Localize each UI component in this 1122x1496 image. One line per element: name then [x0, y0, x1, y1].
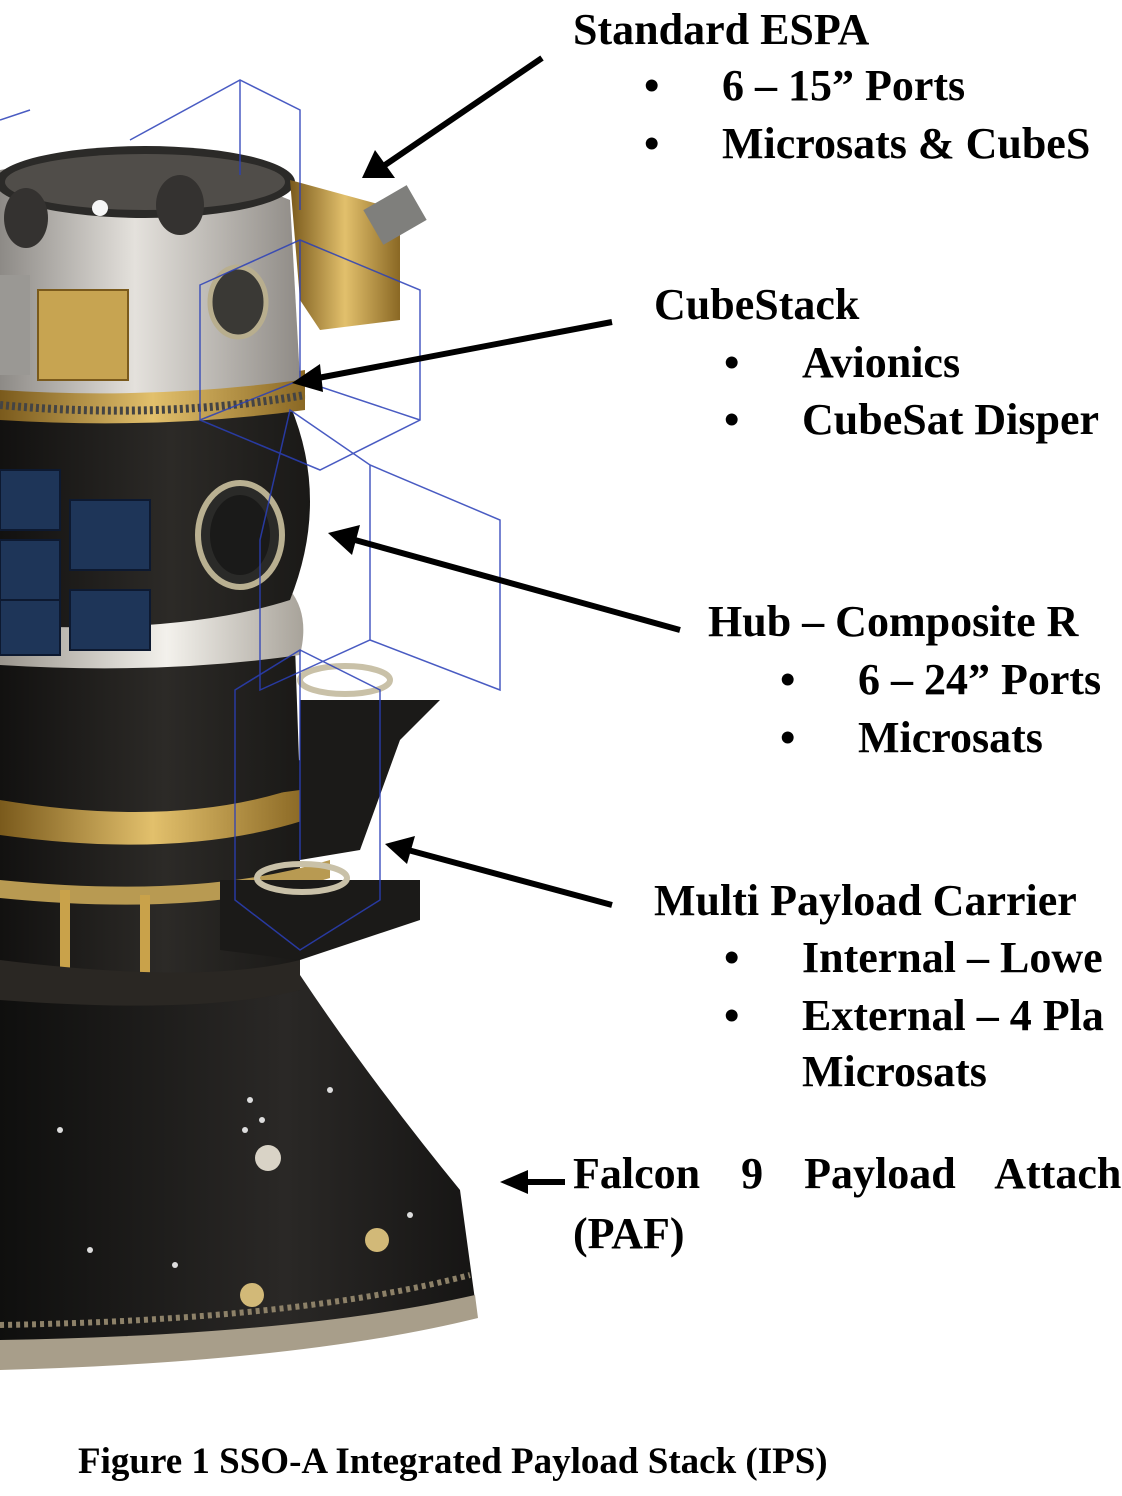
espa-bullet-2: • Microsats & CubeS — [644, 122, 1090, 166]
mpc-bullet-2: • External – 4 Pla — [724, 994, 1104, 1038]
paf-cone — [0, 975, 478, 1370]
bullet-text: Avionics — [802, 338, 961, 387]
hub-bullet-2: • Microsats — [780, 716, 1043, 760]
bullet-text: CubeSat Disper — [802, 395, 1100, 444]
multi-payload-carrier — [0, 663, 440, 1006]
bullet-text: External – 4 Pla — [802, 991, 1104, 1040]
bullet-marker: • — [780, 713, 796, 762]
bullet-text: Microsats & CubeS — [722, 119, 1091, 168]
paf-title-continuation: (PAF) — [573, 1209, 685, 1258]
mpc-bullet-2-continuation: Microsats — [802, 1047, 987, 1096]
paf-title: Falcon 9 Payload Attach — [573, 1149, 1122, 1198]
callout-arrows — [292, 55, 681, 1194]
figure-caption: Figure 1 SSO-A Integrated Payload Stack … — [78, 1441, 828, 1482]
bullet-marker: • — [724, 338, 740, 387]
standard-espa-ring — [0, 146, 427, 394]
bullet-marker: • — [724, 933, 740, 982]
hub-title: Hub – Composite R — [708, 597, 1079, 646]
bullet-text: 6 – 24” Ports — [858, 655, 1102, 704]
wireframe-volumes — [0, 79, 501, 951]
espa-bullet-1: • 6 – 15” Ports — [644, 64, 965, 108]
hub-bullet-1: • 6 – 24” Ports — [780, 658, 1101, 702]
bullet-marker: • — [780, 655, 796, 704]
bullet-text: 6 – 15” Ports — [722, 61, 966, 110]
cubestack-bullet-1: • Avionics — [724, 341, 960, 385]
lower-cylinder — [0, 645, 300, 804]
bullet-marker: • — [644, 61, 660, 110]
mpc-title: Multi Payload Carrier — [654, 876, 1077, 925]
bullet-marker: • — [644, 119, 660, 168]
cubestack-title: CubeStack — [654, 280, 860, 329]
cubestack-bullet-2: • CubeSat Disper — [724, 398, 1099, 442]
bullet-marker: • — [724, 395, 740, 444]
espa-title: Standard ESPA — [573, 5, 870, 54]
bullet-text: Microsats — [858, 713, 1043, 762]
bullet-marker: • — [724, 991, 740, 1040]
mpc-bullet-1: • Internal – Lowe — [724, 936, 1103, 980]
hub-composite-ring — [0, 405, 310, 656]
bullet-text: Internal – Lowe — [802, 933, 1103, 982]
